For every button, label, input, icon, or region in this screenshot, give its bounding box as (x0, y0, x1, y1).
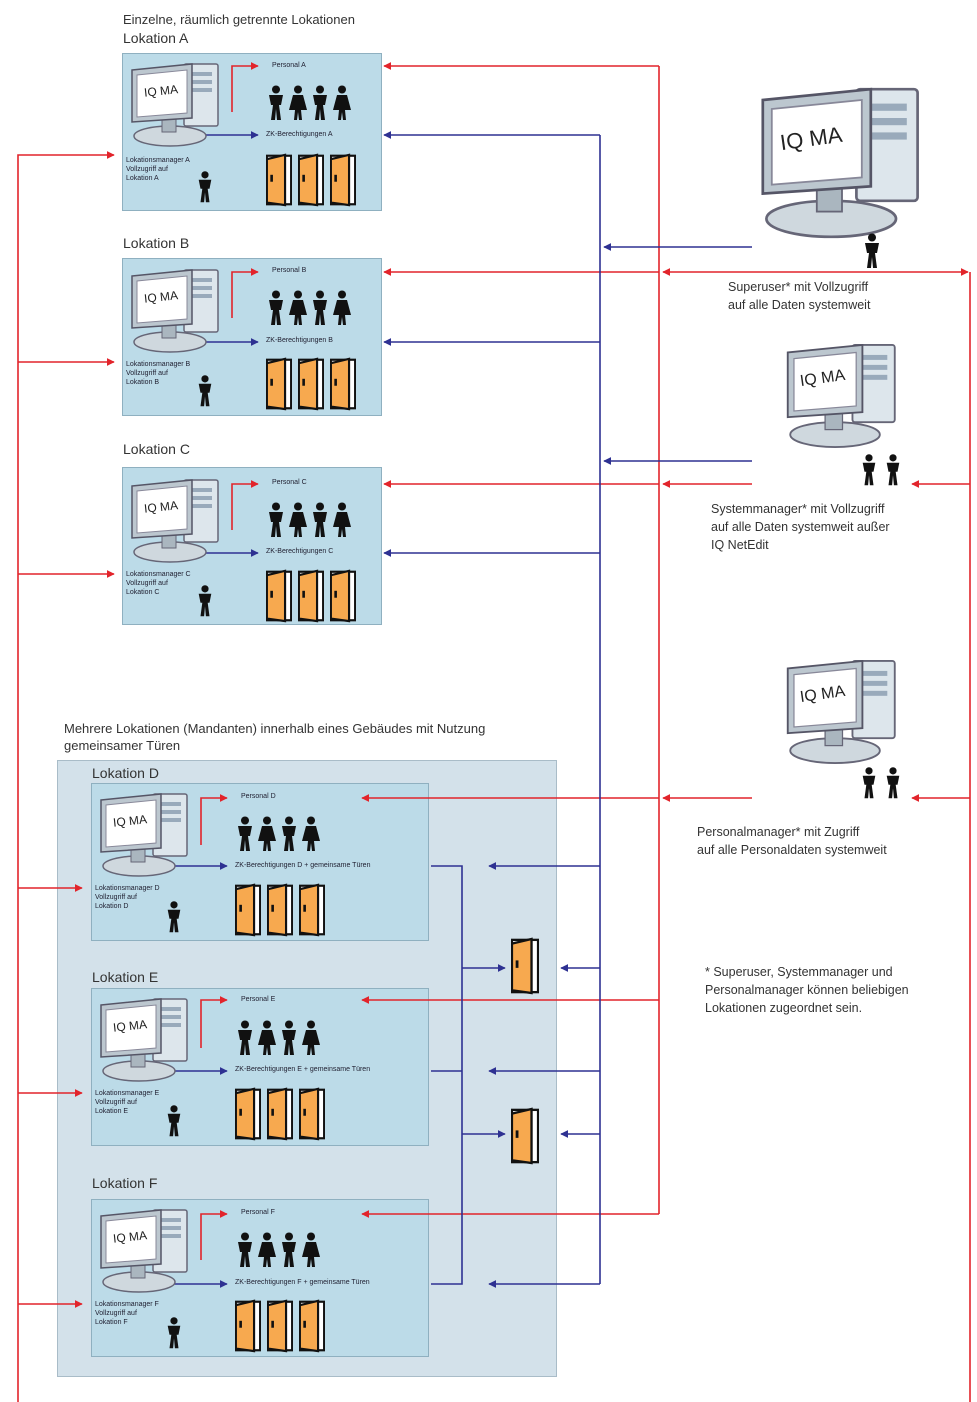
manager-text-d: Lokationsmanager D Vollzugriff auf Lokat… (95, 885, 160, 910)
personal-label-b: Personal B (272, 267, 307, 274)
role-systemmanager: Systemmanager* mit Vollzugriff auf alle … (711, 502, 890, 552)
section-title-shared: Mehrere Lokationen (Mandanten) innerhalb… (64, 721, 486, 753)
zk-label-d: ZK-Berechtigungen D + gemeinsame Türen (235, 862, 371, 869)
zk-label-e: ZK-Berechtigungen E + gemeinsame Türen (235, 1066, 371, 1073)
role-superuser: Superuser* mit Vollzugriff auf alle Date… (728, 280, 871, 312)
blue-connectors (154, 112, 752, 1288)
manager-text-e: Lokationsmanager E Vollzugriff auf Lokat… (95, 1090, 160, 1115)
location-title-c: Lokation C (123, 441, 190, 457)
computer-icon (761, 87, 919, 764)
location-title-e: Lokation E (92, 969, 159, 985)
role-personalmanager: Personalmanager* mit Zugriff auf alle Pe… (697, 825, 887, 857)
personal-label-f: Personal F (241, 1209, 275, 1216)
manager-text-c: Lokationsmanager C Vollzugriff auf Lokat… (126, 571, 191, 596)
personal-label-e: Personal E (241, 996, 276, 1003)
location-title-a: Lokation A (123, 30, 189, 46)
location-title-d: Lokation D (92, 765, 159, 781)
location-title-f: Lokation F (92, 1175, 158, 1191)
location-title-b: Lokation B (123, 235, 190, 251)
manager-text-f: Lokationsmanager F Vollzugriff auf Lokat… (95, 1301, 159, 1326)
zk-label-a: ZK-Berechtigungen A (266, 131, 333, 138)
personal-label-a: Personal A (272, 62, 306, 69)
zk-label-c: ZK-Berechtigungen C (266, 548, 334, 555)
section-title-separate: Einzelne, räumlich getrennte Lokationen (123, 12, 355, 27)
manager-text-a: Lokationsmanager A Vollzugriff auf Lokat… (126, 157, 190, 182)
door-icon (235, 153, 539, 1353)
zk-label-f: ZK-Berechtigungen F + gemeinsame Türen (235, 1279, 370, 1286)
red-connectors (17, 62, 971, 1402)
personal-label-d: Personal D (241, 793, 276, 800)
manager-text-b: Lokationsmanager B Vollzugriff auf Lokat… (126, 361, 191, 386)
personal-label-c: Personal C (272, 479, 307, 486)
zk-label-b: ZK-Berechtigungen B (266, 337, 333, 344)
footnote: * Superuser, Systemmanager und Personalm… (705, 965, 909, 1015)
